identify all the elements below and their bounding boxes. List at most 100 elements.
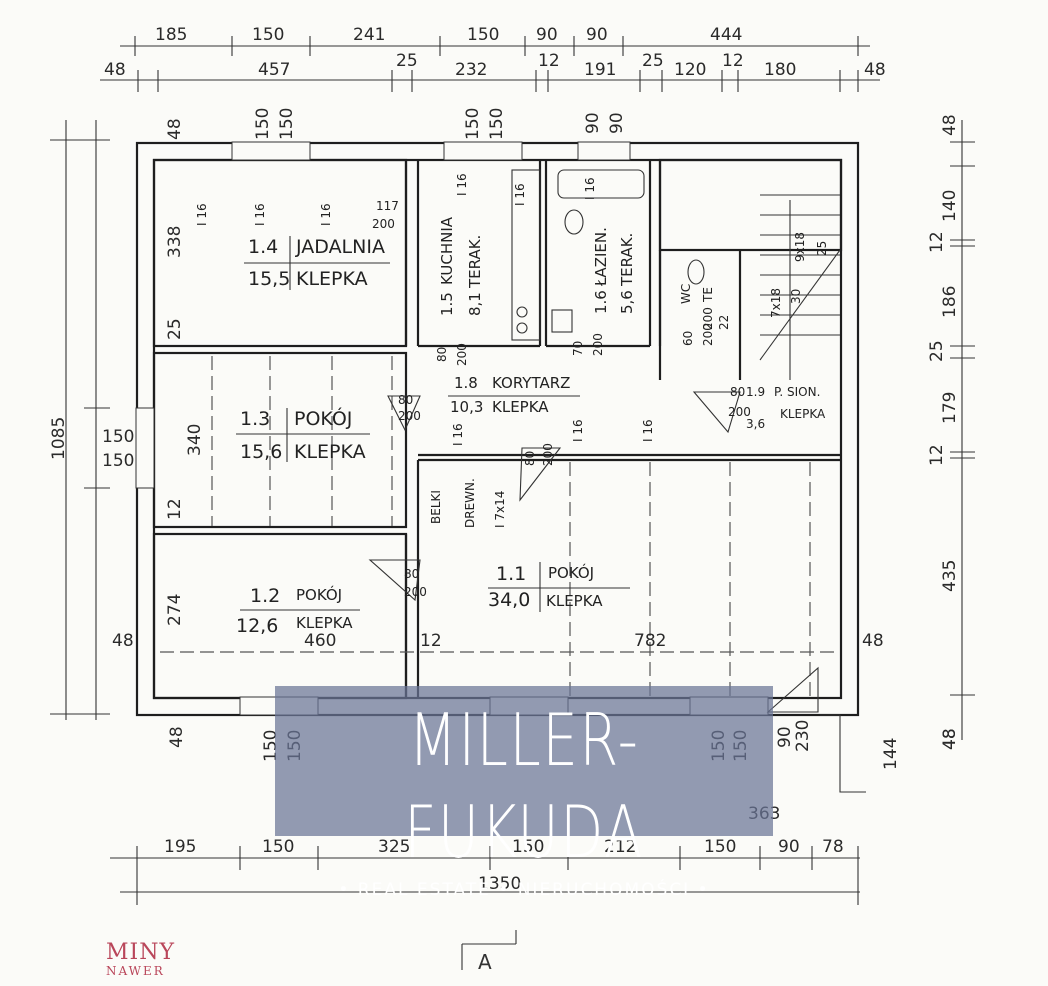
bd-2: 150 — [262, 837, 294, 857]
room-floor: KLEPKA — [546, 592, 603, 610]
i16-label: I 16 — [253, 203, 267, 226]
stair-dim-3: 9x18 — [793, 232, 807, 262]
room-floor: KLEPKA — [492, 398, 549, 416]
room-name: POKÓJ — [548, 563, 594, 582]
dd-3b: 200 — [404, 585, 427, 599]
i16-label: I 16 — [455, 173, 469, 196]
room-1-5-label: 1.5 KUCHNIA 8,1 TERAK. — [438, 216, 484, 316]
room-name: POKÓJ — [296, 585, 342, 604]
twd-1: 48 — [165, 118, 185, 140]
room-1-8-label: 1.8 KORYTARZ 10,3 KLEPKA — [448, 374, 580, 416]
room-area: 10,3 — [450, 398, 483, 416]
top2-dim-1: 48 — [104, 60, 126, 80]
rd-9: 48 — [940, 728, 960, 750]
top2-dim-9: 12 — [722, 51, 744, 71]
top-dim-7: 444 — [710, 25, 742, 45]
stamp-text: MINY — [106, 940, 175, 965]
rd-8: 435 — [940, 560, 960, 592]
top-dim-6: 90 — [586, 25, 608, 45]
twd-7: 90 — [607, 112, 627, 134]
dd-8: 60 — [681, 331, 695, 346]
i16-label: I 16 — [513, 183, 527, 206]
rd-5: 25 — [927, 340, 947, 362]
section-label: A — [478, 950, 492, 974]
room-1-6-label: 1.6 ŁAZIEN. 5,6 TERAK. — [592, 227, 636, 314]
room-area: 34,0 — [488, 589, 530, 611]
top-dim-3: 241 — [353, 25, 385, 45]
twd-2: 150 — [253, 108, 273, 140]
room-number: 1.3 — [240, 408, 270, 430]
i16-label: I 16 — [641, 419, 655, 442]
top2-dim-10: 180 — [764, 60, 796, 80]
bd-8: 78 — [822, 837, 844, 857]
i16-label: I 16 — [195, 203, 209, 226]
section-marker — [461, 930, 517, 970]
sink-icon — [551, 309, 573, 333]
ceiling-beams-dashed — [160, 356, 840, 696]
room-name: ŁAZIEN. — [592, 227, 610, 287]
twd-5: 150 — [487, 108, 507, 140]
top-dimension-row-1: 185 150 241 150 90 90 444 — [155, 25, 742, 45]
room-floor: KLEPKA — [780, 407, 826, 421]
ld-w150b: 150 — [102, 451, 134, 471]
dd-9: 22 — [717, 315, 731, 330]
top-dim-1: 185 — [155, 25, 187, 45]
rd-3: 12 — [927, 231, 947, 253]
room-1-1-label: 1.1 POKÓJ 34,0 KLEPKA — [488, 562, 630, 612]
room-number: 1.8 — [454, 374, 478, 392]
room-number: 1.4 — [248, 236, 278, 258]
i16-label: I 16 — [319, 203, 333, 226]
room-floor: KLEPKA — [294, 441, 366, 463]
dd-6: 80 — [523, 451, 537, 466]
dd-7: 80 — [730, 385, 745, 399]
dd-5: 70 — [571, 341, 585, 356]
room-name: KUCHNIA — [438, 216, 456, 285]
ld-total: 1085 — [49, 417, 69, 460]
top2-dim-7: 25 — [642, 51, 664, 71]
room-1-3-label: 1.3 POKÓJ 15,6 KLEPKA — [236, 406, 370, 463]
room-1-4-label: 1.4 JADALNIA 15,5 KLEPKA — [244, 236, 390, 290]
bd-1: 195 — [164, 837, 196, 857]
stamp-subtext: NAWER — [106, 964, 165, 978]
top2-dim-2: 457 — [258, 60, 290, 80]
bottom-total: 1350 — [478, 874, 521, 894]
top-dim-4: 150 — [467, 25, 499, 45]
fixtures — [511, 169, 705, 341]
room-area: 5,6 — [618, 290, 636, 314]
ld-340: 340 — [185, 424, 205, 456]
mid-dims: 460 12 782 48 48 — [112, 631, 884, 651]
stair-dim-4: 25 — [815, 241, 829, 256]
beam-size-label: I 7x14 — [493, 491, 507, 528]
room-number: 1.2 — [250, 585, 280, 607]
stair-dim-2: 30 — [789, 289, 803, 304]
bd-144: 144 — [881, 738, 901, 770]
top-dimension-row-2: 48 457 25 232 12 191 25 120 12 180 48 — [104, 51, 886, 80]
stove-burner-icon — [516, 322, 528, 334]
watermark-banner: MILLER-FUKUDA • REAL ESTATE • NIERUCHOMO… — [275, 686, 773, 900]
top2-dim-3: 25 — [396, 51, 418, 71]
te-label: TE — [701, 287, 715, 303]
i16-label: I 16 — [583, 177, 597, 200]
top2-dim-6: 191 — [584, 60, 616, 80]
left-dimension-lines: 1085 150 150 338 25 340 12 274 — [49, 120, 205, 720]
dd-2b: 200 — [398, 409, 421, 423]
rd-4: 186 — [940, 286, 960, 318]
misc-labels: I 16 I 16 I 16 I 16 I 16 I 16 I 16 I 16 … — [195, 173, 829, 528]
top-dim-5: 90 — [536, 25, 558, 45]
beams-label: BELKI — [429, 490, 443, 524]
room-area: 8,1 — [466, 292, 484, 316]
washbasin-icon — [564, 209, 584, 235]
mid-48a: 48 — [112, 631, 134, 651]
bd-5: 212 — [604, 837, 636, 857]
watermark-tagline: • REAL ESTATE • NIERUCHOMOŚCI • — [338, 880, 710, 900]
bd-7: 90 — [778, 837, 800, 857]
room-1-2-label: 1.2 POKÓJ 12,6 KLEPKA — [236, 585, 360, 637]
top-dimension-lines — [100, 36, 880, 92]
twd-4: 150 — [463, 108, 483, 140]
room-name: POKÓJ — [294, 406, 352, 430]
rd-2: 140 — [940, 190, 960, 222]
room-1-9-label: 1.9 P. SION. 3,6 KLEPKA — [746, 385, 826, 431]
bd-230: 230 — [793, 720, 813, 752]
room-floor: TERAK. — [466, 235, 484, 289]
room-floor: TERAK. — [618, 233, 636, 287]
